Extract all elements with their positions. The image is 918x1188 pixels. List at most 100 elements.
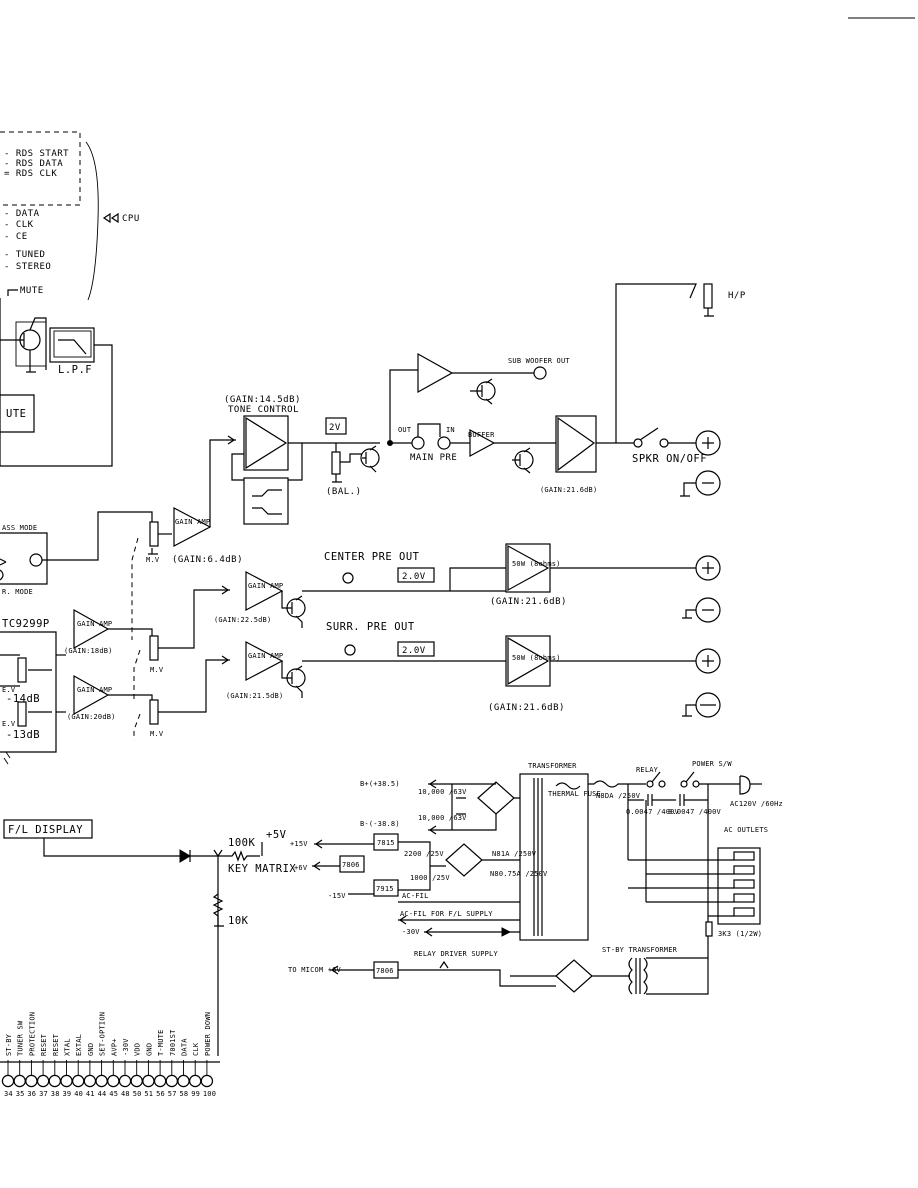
cap3-label: 0.0047 /400V <box>626 808 680 816</box>
fl-display-label: F/L DISPLAY <box>8 824 83 836</box>
to-micom-label: TO MICOM +6V <box>288 966 342 974</box>
m30v-label: -30V <box>402 928 420 936</box>
res-10k-label: 10K <box>228 915 249 927</box>
b-minus-label: B-(-38.8) <box>360 820 400 828</box>
pin-number: 100 <box>203 1090 216 1098</box>
pin-circle <box>200 1074 214 1088</box>
pin-circle <box>60 1074 73 1088</box>
pin-number: 58 <box>180 1090 189 1098</box>
pin-circle <box>153 1074 167 1088</box>
center-mv-label: M.V <box>150 666 164 674</box>
surround-power-amp-box <box>505 635 551 687</box>
reg7915-label: 7915 <box>376 885 394 893</box>
pin-circle <box>95 1074 108 1088</box>
power-sw-label: POWER S/W <box>692 760 732 768</box>
clk-label: - CLK <box>4 220 34 230</box>
b-plus-label: B+(+38.5) <box>360 780 400 788</box>
main-out-label: OUT <box>398 426 412 434</box>
pin-number: 48 <box>121 1090 130 1098</box>
center-channel: GAIN AMP (GAIN:22.5dB) CENTER PRE OUT 2.… <box>158 543 721 649</box>
res-100k-label: 100K <box>228 837 255 849</box>
p5v-label: +5V <box>266 829 287 841</box>
pin-circle <box>118 1074 132 1088</box>
relay-driver-label: RELAY DRIVER SUPPLY <box>414 950 498 958</box>
cpu-signal-block: - RDS START - RDS DATA = RDS CLK - DATA … <box>0 131 139 301</box>
center-front-amp-gain: (GAIN:18dB) <box>64 647 113 655</box>
main-pre-label: MAIN PRE <box>410 453 457 463</box>
rds-start-label: - RDS START <box>4 149 69 159</box>
pin-label: EXTAL <box>75 1034 83 1056</box>
pin-number: 44 <box>98 1090 107 1098</box>
main-plus-terminal <box>695 430 721 456</box>
ev1-value: -14dB <box>6 693 40 705</box>
lpf-label: L.P.F <box>58 364 92 376</box>
pin-circle <box>13 1074 26 1088</box>
fuse3-label: N80.75A /250V <box>490 870 548 878</box>
m15v-label: -15V <box>328 892 346 900</box>
center-amp-label: 50W (8ohms) <box>512 560 561 568</box>
pin-number: 50 <box>133 1090 142 1098</box>
reg7815-label: 7815 <box>377 839 395 847</box>
pin-number: 37 <box>39 1090 48 1098</box>
cap5-label: 2200 /25V <box>404 850 444 858</box>
pin-label: DATA <box>181 1038 189 1056</box>
ce-label: - CE <box>4 232 28 242</box>
tone-voltage: 2V <box>329 423 341 433</box>
pin-number: 45 <box>109 1090 118 1098</box>
pin-circle <box>188 1074 202 1088</box>
key-matrix-label: KEY MATRIX <box>228 863 296 875</box>
surround-voltage: 2.0V <box>402 646 426 656</box>
fl-display-box <box>3 819 93 839</box>
surround-mv-label: M.V <box>150 730 164 738</box>
res-3k3-label: 3K3 (1/2W) <box>718 930 762 938</box>
power-supply: TRANSFORMER THERMAL FUSE RELAY POWER S/W… <box>288 760 783 995</box>
data-label: - DATA <box>4 209 40 219</box>
surround-plus-terminal <box>695 648 721 674</box>
pin-label: PROTECTION <box>28 1012 36 1056</box>
mute-label: MUTE <box>20 286 44 296</box>
tone-gain-label: (GAIN:14.5dB) <box>224 395 301 405</box>
pin-number: 51 <box>144 1090 153 1098</box>
ac-fil-supply-label: AC-FIL FOR F/L SUPPLY <box>400 910 493 918</box>
standby-transformer-label: ST-BY TRANSFORMER <box>602 946 678 954</box>
pin-number: 39 <box>63 1090 72 1098</box>
front-stage: L.P.F UTE ASS MODE R. MODE TC9299P E.V -… <box>0 298 153 765</box>
rds-data-label: - RDS DATA <box>4 159 63 169</box>
pin-circle <box>25 1074 38 1088</box>
pin-circle <box>142 1074 155 1088</box>
pin-label: T-MUTE <box>157 1030 165 1057</box>
headphone-label: H/P <box>728 291 746 301</box>
surround-power-gain: (GAIN:21.6dB) <box>488 703 565 713</box>
display-section: F/L DISPLAY 100K +5V KEY MATRIX 10K <box>3 819 296 1056</box>
pin-circle <box>48 1074 62 1088</box>
pin-label: SET-OPTION <box>99 1012 107 1056</box>
ev1-label: E.V <box>2 686 16 694</box>
surround-front-amp-gain: (GAIN:20dB) <box>67 713 116 721</box>
main-power-gain: (GAIN:21.6dB) <box>540 486 597 494</box>
pin-label: CLK <box>192 1042 200 1056</box>
tone-voltage-box <box>325 417 347 435</box>
thermal-fuse-label: THERMAL FUSE <box>548 790 601 798</box>
pin-circle <box>36 1074 50 1088</box>
pin-label: ST-BY <box>5 1033 13 1056</box>
center-gain-amp-value: (GAIN:22.5dB) <box>214 616 271 624</box>
surround-amp-label: 50W (8ohms) <box>512 654 561 662</box>
surround-gain-amp-label: GAIN AMP <box>248 652 283 660</box>
pin-number: 56 <box>156 1090 165 1098</box>
relay-label: RELAY <box>636 766 659 774</box>
center-power-gain: (GAIN:21.6dB) <box>490 597 567 607</box>
pin-circle <box>1 1074 15 1088</box>
ac-fil-label: AC-FIL <box>402 892 429 900</box>
ic-label: TC9299P <box>2 618 50 630</box>
pin-circle <box>130 1074 143 1088</box>
pin-label: XTAL <box>64 1038 72 1056</box>
pin-label: POWER DOWN <box>204 1012 212 1056</box>
tone-gain-amp-label: GAIN AMP <box>175 518 210 526</box>
main-transformer <box>519 773 589 941</box>
speaker-switch-label: SPKR ON/OFF <box>632 453 707 465</box>
pin-label: RESET <box>52 1033 60 1056</box>
surround-channel: GAIN AMP (GAIN:21.5dB) SURR. PRE OUT 2.0… <box>158 621 721 718</box>
r-mode-label: R. MODE <box>2 588 33 596</box>
tone-control-section: M.V M.V M.V GAIN AMP (GAIN:6.4dB) (GAIN:… <box>131 395 380 740</box>
